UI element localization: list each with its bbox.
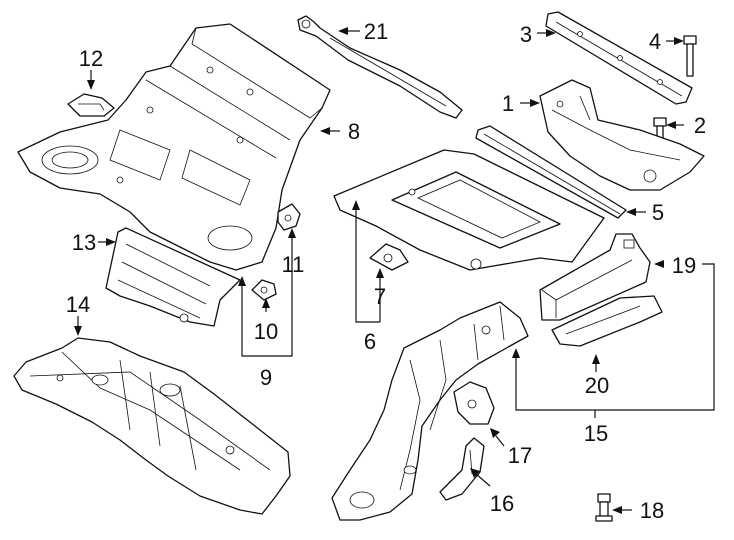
callout-21: 21 (364, 19, 388, 44)
part-15-wheelhouse-inner (331, 301, 529, 521)
callout-12: 12 (79, 46, 103, 71)
callout-20: 20 (585, 373, 609, 398)
callout-labels: 1 2 3 4 5 6 7 8 9 10 11 12 13 14 15 16 1… (66, 19, 706, 523)
part-11-bracket (277, 203, 301, 231)
part-21-cable-bracket (297, 15, 463, 119)
part-13-rail-reinforcement (105, 227, 241, 327)
part-10-bracket (251, 279, 277, 301)
callout-7: 7 (374, 284, 386, 309)
callout-14: 14 (66, 292, 90, 317)
part-12-floor-plug (67, 93, 115, 117)
callout-19: 19 (672, 253, 696, 278)
part-7-bracket (369, 243, 409, 271)
part-14-floor-side-member (13, 337, 291, 515)
leader-lines (74, 27, 715, 514)
callout-5: 5 (652, 200, 664, 225)
callout-10: 10 (254, 319, 278, 344)
part-20-closeout-plate (551, 295, 663, 347)
callout-13: 13 (72, 230, 96, 255)
callout-18: 18 (640, 498, 664, 523)
part-1-rail-extension (539, 79, 705, 191)
callout-4: 4 (649, 29, 661, 54)
callout-2: 2 (694, 113, 706, 138)
part-17-bracket (453, 381, 495, 425)
callout-6: 6 (364, 329, 376, 354)
callout-16: 16 (490, 491, 514, 516)
part-8-rear-floor-pan (17, 23, 331, 271)
callout-17: 17 (508, 443, 532, 468)
callout-15: 15 (584, 421, 608, 446)
part-3-crossmember (545, 11, 693, 105)
part-5-cross-rail (475, 125, 627, 219)
part-4-bolt (683, 35, 697, 77)
callout-8: 8 (348, 119, 360, 144)
callout-1: 1 (502, 91, 514, 116)
callout-3: 3 (520, 22, 532, 47)
part-6-center-floor-pan (333, 149, 605, 271)
callout-9: 9 (260, 365, 272, 390)
part-18-clip (595, 493, 613, 522)
callout-11: 11 (282, 252, 305, 277)
part-19-rear-rail-section (539, 233, 651, 321)
part-16-reinforcement (439, 437, 485, 501)
